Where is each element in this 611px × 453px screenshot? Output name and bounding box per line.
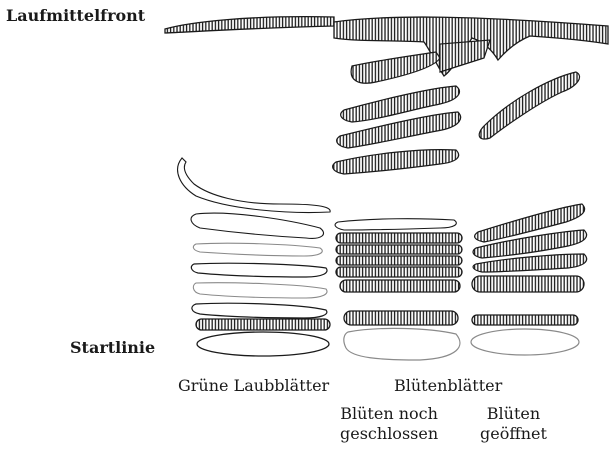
spot-closed-5 (336, 267, 462, 277)
lane-flowers-closed (333, 52, 462, 360)
flowers-open-line1: Blüten (480, 404, 547, 424)
spot-green-5 (193, 283, 327, 298)
flowers-open-line2: geöffnet (480, 424, 547, 444)
flowers-open-label: Blüten geöffnet (480, 404, 547, 444)
spot-closed-1 (335, 219, 456, 230)
spot-closed-start (344, 328, 460, 360)
spot-open-4 (472, 276, 584, 292)
solvent-front-label: Laufmittelfront (6, 6, 145, 25)
spot-green-4 (191, 263, 327, 277)
spot-green-start (197, 332, 329, 356)
spot-green-2 (191, 213, 323, 238)
spot-green-1 (178, 158, 331, 212)
spot-green-3 (193, 243, 322, 256)
spot-open-start (471, 329, 579, 355)
petals-label: Blütenblätter (394, 376, 502, 395)
lane-flowers-open (471, 72, 587, 355)
flowers-closed-line1: Blüten noch (340, 404, 438, 424)
flowers-closed-label: Blüten noch geschlossen (340, 404, 438, 444)
start-line-label: Startlinie (70, 338, 155, 357)
spot-closed-6 (340, 280, 460, 292)
spot-closed-7 (344, 311, 458, 325)
flowers-closed-line2: geschlossen (340, 424, 438, 444)
spot-closed-2 (336, 233, 462, 243)
spot-closed-upper-1 (351, 52, 440, 83)
spot-closed-3 (336, 245, 462, 254)
spot-closed-4 (336, 256, 462, 265)
spot-green-7 (196, 319, 330, 330)
green-leaves-label: Grüne Laubblätter (178, 376, 329, 395)
spot-green-6 (192, 303, 327, 318)
spot-closed-upper-4 (333, 150, 459, 174)
spot-open-upper (479, 72, 579, 139)
lane-green-leaves (178, 158, 331, 356)
spot-open-5 (472, 315, 578, 325)
